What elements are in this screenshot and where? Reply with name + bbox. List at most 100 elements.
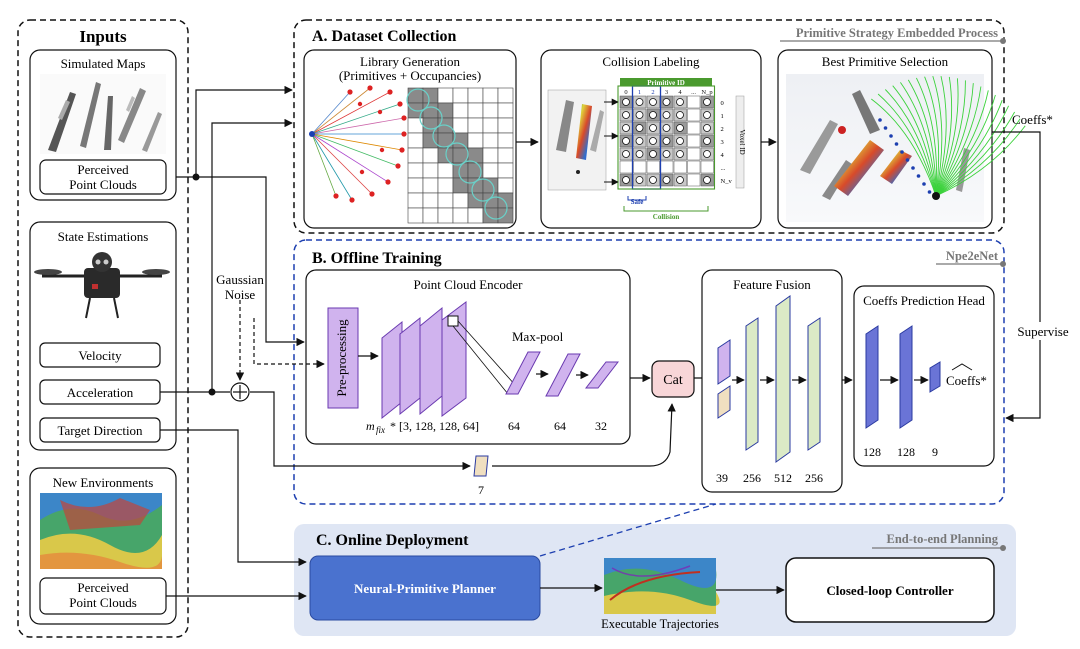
grid-cell xyxy=(452,87,469,104)
perceived-point-clouds-l1: Perceived xyxy=(77,162,129,177)
collision-scene-image xyxy=(547,89,607,191)
fusion-block-39-top xyxy=(717,339,731,385)
supervise-label: Supervise xyxy=(1017,324,1069,339)
matrix-col-label: N_p xyxy=(701,89,712,96)
matrix-dot xyxy=(676,150,684,158)
grid-cell xyxy=(452,102,469,119)
perceived-point-clouds-l2: Point Clouds xyxy=(69,177,137,192)
collision-title: Collision Labeling xyxy=(602,54,700,69)
grid-cell xyxy=(467,132,484,149)
green-primitive-fan xyxy=(871,75,1026,200)
state-estimations-label: State Estimations xyxy=(58,229,149,244)
grid-cell xyxy=(497,117,514,134)
mfix-dims: * [3, 128, 128, 64] xyxy=(390,419,479,433)
encoder-dim-1: 64 xyxy=(554,419,566,433)
new-environments-image xyxy=(40,493,162,569)
best-primitive-image xyxy=(786,74,984,222)
junction-dot-1 xyxy=(192,173,200,181)
green-primitive-curve xyxy=(935,83,974,197)
best-primitive-dot xyxy=(922,182,926,186)
matrix-dot xyxy=(662,98,671,106)
matrix-dot xyxy=(676,137,684,145)
encoder-vec-64b xyxy=(545,353,581,397)
best-primitive-dot xyxy=(883,126,888,130)
mfix-m: m xyxy=(366,419,375,433)
green-primitive-curve xyxy=(932,75,943,197)
grid-circle xyxy=(458,160,482,184)
matrix-dot xyxy=(635,98,644,106)
matrix-row-label: 3 xyxy=(721,139,724,146)
head-dim-1: 128 xyxy=(897,445,915,459)
matrix-cell xyxy=(687,147,701,161)
fusion-block-39-bottom xyxy=(717,385,731,419)
grid-cell xyxy=(482,102,499,119)
matrix-dot xyxy=(635,124,644,132)
matrix-dot xyxy=(703,137,711,145)
mfix-sub: fix xyxy=(376,425,385,435)
matrix-cell xyxy=(673,160,687,174)
matrix-cell xyxy=(633,160,647,174)
grid-cell xyxy=(437,87,454,104)
preprocessing-block xyxy=(327,307,359,409)
green-primitive-curve xyxy=(935,105,1010,197)
best-primitive-dot xyxy=(878,118,882,122)
matrix-cell xyxy=(687,121,701,135)
matrix-dot xyxy=(635,176,644,184)
grid-cell xyxy=(422,117,439,134)
matrix-col-label: 0 xyxy=(624,89,627,96)
connector-lines xyxy=(160,85,1041,601)
grid-cell xyxy=(437,102,454,119)
grid-cell xyxy=(482,162,499,179)
grid-cell xyxy=(467,207,484,224)
gaussian-noise-l2: Noise xyxy=(225,287,256,302)
matrix-cell xyxy=(700,160,714,174)
matrix-dot xyxy=(649,176,657,184)
target-direction-label: Target Direction xyxy=(57,423,143,438)
matrix-col-label: ... xyxy=(691,89,696,96)
state-vector-block xyxy=(473,455,489,477)
grid-cell xyxy=(422,207,439,224)
collision-bracket xyxy=(623,206,709,212)
grid-cell xyxy=(407,147,424,164)
matrix-row-label: ... xyxy=(721,165,726,172)
grid-circle xyxy=(445,142,469,166)
state-dim: 7 xyxy=(478,483,484,497)
fusion-dim-2: 512 xyxy=(774,471,792,485)
best-primitive-dot xyxy=(889,134,893,138)
library-title-l1: Library Generation xyxy=(360,54,460,69)
grid-cell xyxy=(497,192,514,209)
library-title-l2: (Primitives + Occupancies) xyxy=(339,68,481,83)
matrix-dot xyxy=(649,150,657,158)
matrix-dot xyxy=(649,124,657,132)
grid-cell xyxy=(437,162,454,179)
head-block-128a xyxy=(865,325,879,429)
head-dim-0: 128 xyxy=(863,445,881,459)
matrix-dot xyxy=(676,176,684,184)
grid-cell xyxy=(437,207,454,224)
coeffs-hat-mark xyxy=(951,363,973,371)
green-primitive-curve xyxy=(935,80,966,197)
head-title: Coeffs Prediction Head xyxy=(863,293,985,308)
grid-cell xyxy=(482,132,499,149)
deployment-tag: End-to-end Planning xyxy=(887,532,999,546)
green-primitive-curve xyxy=(924,76,940,197)
occupancy-grid xyxy=(406,87,514,224)
best-primitive-title: Best Primitive Selection xyxy=(822,54,949,69)
fusion-block-256b xyxy=(807,317,821,451)
matrix-dot xyxy=(703,150,711,158)
green-primitive-curve xyxy=(884,89,937,197)
green-primitive-curve xyxy=(915,77,938,197)
dataset-tag: Primitive Strategy Embedded Process xyxy=(796,26,998,40)
fusion-dim-1: 256 xyxy=(743,471,761,485)
matrix-dot xyxy=(676,98,684,106)
perceived-point-clouds-box xyxy=(39,159,167,195)
fusion-dim-0: 39 xyxy=(716,471,728,485)
controller-label: Closed-loop Controller xyxy=(826,583,953,598)
grid-circle xyxy=(471,178,495,202)
fusion-block-512 xyxy=(775,295,791,463)
grid-cell xyxy=(452,117,469,134)
grid-cell xyxy=(422,177,439,194)
green-primitive-curve xyxy=(900,82,937,197)
